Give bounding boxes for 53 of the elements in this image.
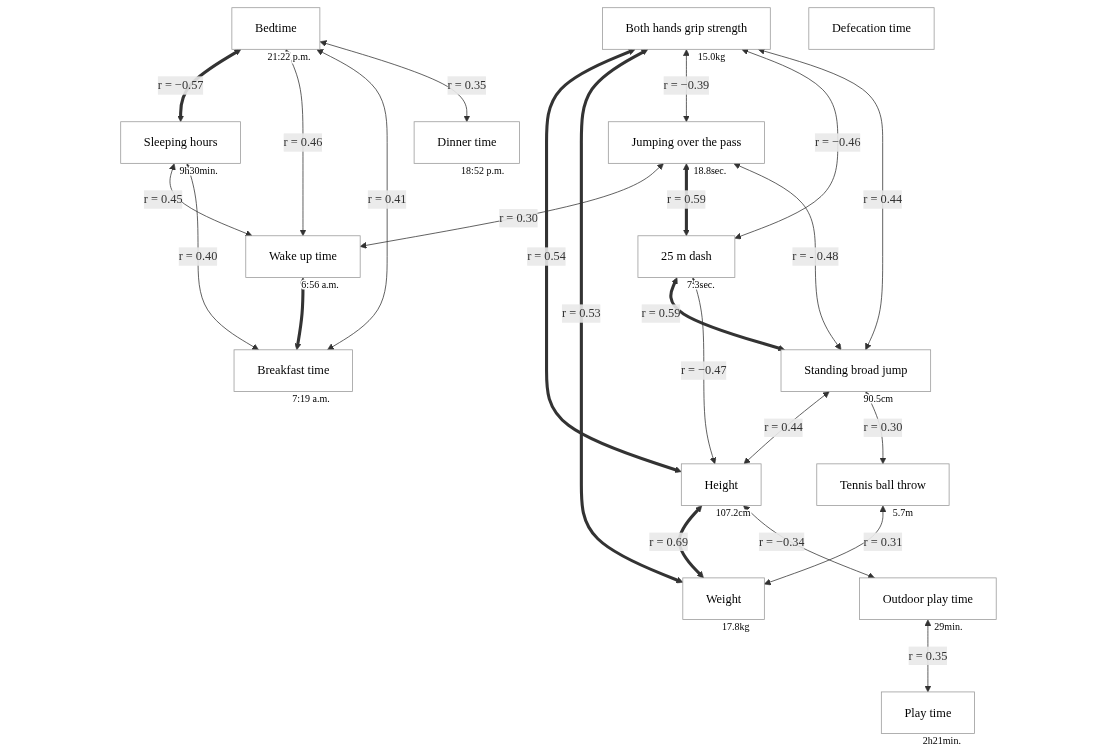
arrow	[545, 48, 682, 473]
edge-label: r = −0.46	[814, 135, 861, 149]
value-caption: 18:52 p.m.	[461, 165, 505, 177]
node-box: Both hands grip strength	[602, 7, 771, 50]
value-caption: 9h30min.	[179, 165, 218, 177]
edge-label: r = 0.54	[527, 249, 566, 263]
edge-label: r = - 0.48	[792, 249, 839, 263]
node-box: 25 m dash	[637, 235, 736, 278]
node-box: Defecation time	[808, 7, 935, 50]
node-box: Outdoor play time	[859, 577, 997, 620]
value-caption: 29min.	[934, 621, 963, 633]
value-caption: 5.7m	[892, 507, 913, 519]
value-caption: 7.3sec.	[687, 279, 715, 291]
edge-label: r = 0.30	[863, 420, 903, 434]
node-box: Tennis ball throw	[816, 463, 950, 506]
edge-label: r = 0.35	[908, 648, 948, 662]
edge-label: r = 0.53	[561, 306, 601, 320]
value-caption: 90.5cm	[863, 393, 894, 405]
edge-label: r = 0.59	[641, 306, 681, 320]
node-box: Breakfast time	[233, 349, 353, 392]
edge-label: r = −0.34	[758, 534, 805, 548]
node-box: Wake up time	[245, 235, 361, 278]
edge-label: r = 0.30	[499, 211, 538, 225]
edge-label: r = 0.40	[178, 249, 218, 263]
edge-label: r = −0.57	[157, 78, 204, 92]
value-caption: 2h21min.	[922, 735, 961, 747]
edge-label: r = 0.69	[649, 534, 689, 548]
value-caption: 15.0kg	[697, 51, 726, 63]
value-caption: 7:19 a.m.	[292, 393, 330, 405]
edge-label: r = 0.35	[447, 78, 487, 92]
edge-label: r = 0.45	[143, 192, 183, 206]
edge-label: r = 0.31	[863, 534, 903, 548]
node-box: Dinner time	[413, 121, 520, 164]
value-caption: 18.8sec.	[693, 165, 727, 177]
node-box: Standing broad jump	[780, 349, 932, 392]
value-caption: 17.8kg	[722, 621, 750, 633]
node-box: Jumping over the pass	[607, 121, 765, 164]
edge-label: r = −0.47	[680, 363, 727, 377]
edge-label: r = 0.59	[667, 192, 706, 206]
value-caption: 107.2cm	[715, 507, 751, 519]
edge-label: r = −0.39	[663, 78, 710, 92]
value-caption: 21:22 p.m.	[267, 51, 311, 63]
node-box: Bedtime	[231, 7, 321, 50]
arrow	[579, 49, 684, 584]
edge-label: r = 0.46	[283, 135, 323, 149]
edge-label: r = 0.44	[764, 420, 803, 434]
arrow	[669, 277, 786, 352]
node-box: Height	[680, 463, 762, 506]
node-box: Play time	[880, 691, 975, 734]
edge-label: r = 0.41	[367, 192, 407, 206]
edge-label: r = 0.44	[863, 192, 903, 206]
node-box: Sleeping hours	[120, 121, 241, 164]
node-box: Weight	[682, 577, 765, 620]
